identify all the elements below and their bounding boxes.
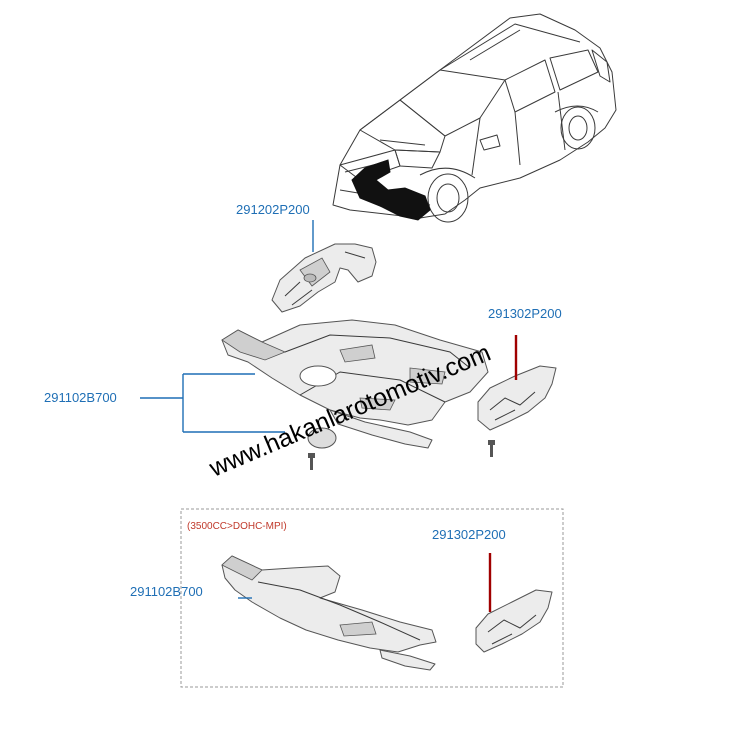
side-cover-bottom-drawing xyxy=(475,589,553,653)
label-variant-note: (3500CC>DOHC-MPI) xyxy=(187,521,287,532)
under-cover-bottom-drawing xyxy=(221,555,437,671)
label-engine-cover: 291202P200 xyxy=(236,202,310,217)
label-under-cover-bottom: 291102B700 xyxy=(130,584,203,599)
label-under-cover-top: 291102B700 xyxy=(44,390,117,405)
bolt-left xyxy=(308,453,315,470)
side-cover-top-drawing xyxy=(477,365,557,431)
highlighted-cover-shape xyxy=(351,159,431,221)
label-side-cover-top: 291302P200 xyxy=(488,306,562,321)
variant-box xyxy=(180,508,564,688)
bolt-right xyxy=(488,440,495,457)
drain-plug-cover xyxy=(307,427,337,449)
label-side-cover-bottom: 291302P200 xyxy=(432,527,506,542)
vehicle-illustration xyxy=(332,13,617,223)
under-cover-top-drawing xyxy=(221,319,489,449)
under-cover-top-bracket xyxy=(140,373,285,433)
engine-cover-part-drawing xyxy=(271,243,377,313)
